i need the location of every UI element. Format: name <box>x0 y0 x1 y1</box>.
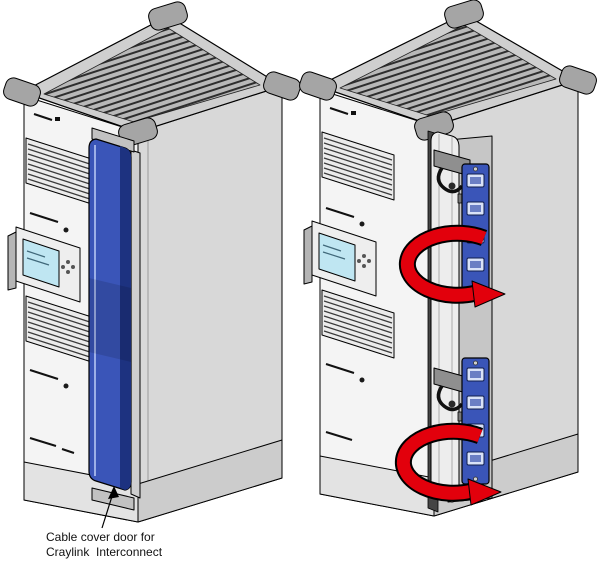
caption-line-2: Craylink Interconnect <box>46 545 163 559</box>
arrowhead-icon <box>467 478 502 506</box>
top-grille <box>43 27 261 123</box>
corner-bumper-icon <box>148 1 188 31</box>
corner-bumper-icon <box>3 77 41 107</box>
cable-cover-door-open <box>394 130 506 513</box>
right-rack-badge-marks <box>329 107 356 115</box>
right-rack-top-cap <box>299 0 597 141</box>
craylink-ports <box>466 367 485 466</box>
right-rack-lower-vent-grille <box>321 289 395 359</box>
door-mid-shade <box>89 278 131 362</box>
left-rack-top-cap <box>3 1 301 147</box>
corner-bumper-icon <box>559 65 597 95</box>
door-rotation-arrow-upper <box>398 224 506 308</box>
lcd-screen-content <box>26 250 50 266</box>
corner-bumper-icon <box>263 71 301 101</box>
right-rack-corner-bumpers <box>299 0 597 141</box>
lcd-button-pad <box>61 260 75 274</box>
screw-icon <box>473 166 478 172</box>
cable-cover-door-closed <box>88 127 141 511</box>
lcd-button-pad <box>357 254 371 268</box>
right-rack <box>299 0 597 517</box>
left-rack-upper-module-label <box>29 212 69 233</box>
right-rack-lower-module-label <box>325 363 365 383</box>
craylink-connector-panel-lower <box>461 357 490 485</box>
right-rack-lcd-panel <box>303 220 377 297</box>
door-rotation-arrow-lower <box>394 422 502 506</box>
left-rack-lcd-panel <box>7 226 81 303</box>
corner-bumper-icon <box>444 0 484 29</box>
right-rack-upper-vent-grille <box>321 131 395 201</box>
door-bottom-cap <box>91 487 135 511</box>
power-button-icon <box>359 377 365 383</box>
left-rack-bottom-marks <box>29 437 75 454</box>
figure-caption: Cable cover door for Craylink Interconne… <box>46 486 163 559</box>
left-rack-base-skirt <box>23 439 283 523</box>
power-button-icon <box>63 383 69 389</box>
screw-icon <box>473 476 478 482</box>
arrowhead-icon <box>471 280 506 308</box>
door-housing-edge <box>130 149 141 499</box>
power-button-icon <box>63 227 69 233</box>
corner-bumper-icon <box>299 71 337 101</box>
caption-arrowhead-icon <box>108 486 119 499</box>
left-rack <box>3 1 301 523</box>
door-top-cap <box>91 127 135 153</box>
left-rack-badge-marks <box>33 113 60 121</box>
caption-line-1: Cable cover door for <box>46 530 155 544</box>
right-rack-bottom-marks <box>325 431 353 441</box>
top-grille <box>339 24 557 117</box>
left-rack-lower-module-label <box>29 369 69 389</box>
right-rack-upper-module-label <box>325 207 365 227</box>
power-button-icon <box>359 221 365 227</box>
door-edge-shadow <box>120 146 131 490</box>
screw-icon <box>473 360 478 366</box>
lcd-screen-content <box>322 244 346 260</box>
